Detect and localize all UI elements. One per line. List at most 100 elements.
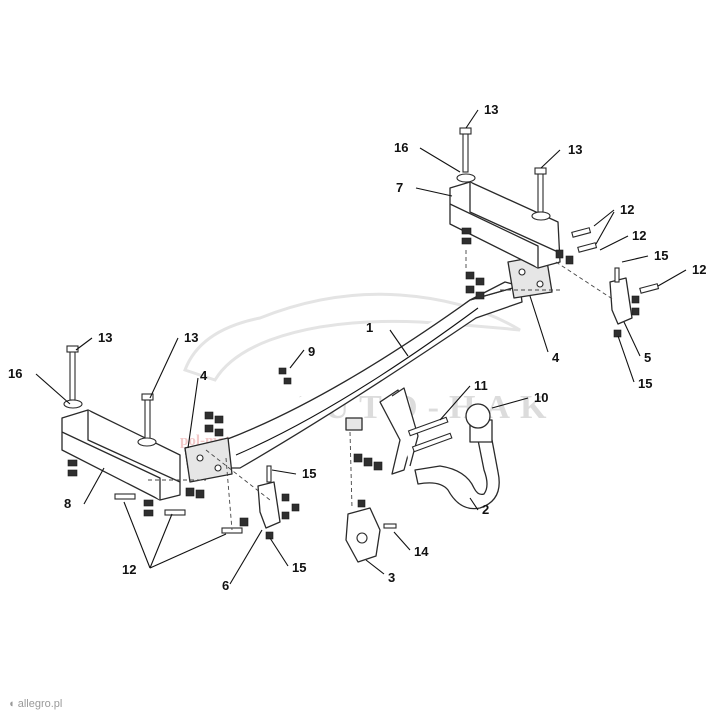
leader-line	[469, 497, 479, 511]
bolt	[639, 283, 660, 294]
nut	[357, 499, 366, 508]
bolt	[266, 465, 272, 483]
leader-line	[491, 397, 529, 409]
leader-line	[75, 337, 93, 351]
right-bolts	[456, 127, 551, 245]
socket-plate-hole	[356, 532, 368, 544]
callout-3: 3	[388, 570, 395, 585]
nut	[461, 237, 472, 245]
leader-line	[393, 531, 411, 551]
callout-13: 13	[568, 142, 582, 157]
nut	[239, 517, 249, 527]
washer	[531, 211, 551, 221]
callout-2: 2	[482, 502, 489, 517]
bolt	[537, 171, 544, 213]
leader-line	[271, 469, 297, 475]
leader-line	[229, 529, 263, 585]
part-9-fasteners	[278, 367, 292, 385]
left-plate-hole	[196, 454, 204, 462]
leader-line	[593, 209, 615, 227]
main-beam-seam	[235, 307, 479, 456]
credit: ◖ allegro.pl	[8, 698, 62, 710]
nut	[291, 503, 300, 512]
callout-4: 4	[552, 350, 560, 365]
nut	[555, 249, 564, 259]
leader-line	[599, 235, 629, 251]
callout-15: 15	[292, 560, 306, 575]
nut	[143, 499, 154, 507]
bolt	[462, 131, 469, 173]
right-side-bracket-flange	[449, 203, 539, 268]
callout-4: 4	[200, 368, 208, 383]
callout-12: 12	[632, 228, 646, 243]
callout-13: 13	[184, 330, 198, 345]
leader-line	[540, 149, 561, 169]
leader-line	[439, 385, 471, 421]
tow-ball	[465, 403, 491, 429]
right-side-bracket-flange	[469, 182, 559, 253]
right-side-bracket	[449, 181, 561, 269]
leader-line	[83, 467, 105, 505]
main-beam	[184, 281, 523, 469]
callout-5: 5	[644, 350, 651, 365]
center-hanger-plate	[379, 389, 413, 475]
nut	[281, 493, 290, 502]
callout-12: 12	[620, 202, 634, 217]
nut	[631, 307, 640, 316]
left-fasteners	[114, 411, 249, 534]
leader-line	[657, 269, 687, 287]
nut	[465, 285, 475, 294]
credit-text: allegro.pl	[17, 698, 63, 710]
nut	[565, 255, 574, 265]
nut	[67, 459, 78, 467]
nut	[475, 291, 485, 300]
bolt-head	[459, 127, 472, 135]
bolt	[571, 227, 592, 238]
left-end-plate-body	[184, 437, 233, 483]
leader-line	[529, 295, 549, 353]
callout-14: 14	[414, 544, 429, 559]
nut	[353, 453, 363, 463]
leader-line	[269, 537, 289, 567]
assembly-line	[225, 457, 233, 531]
nut	[204, 424, 214, 433]
right-plate-hole	[536, 280, 544, 288]
tow-ball-assembly	[414, 403, 500, 510]
bolt	[411, 432, 453, 453]
leader-line	[35, 373, 71, 405]
leader-line	[595, 211, 615, 245]
bolt	[383, 523, 397, 529]
nut	[363, 457, 373, 467]
leader-line	[289, 349, 305, 369]
callout-9: 9	[308, 344, 315, 359]
nut	[465, 271, 475, 280]
callout-15: 15	[638, 376, 652, 391]
bolt	[164, 509, 186, 516]
left-end-plate	[184, 437, 233, 483]
callout-8: 8	[64, 496, 71, 511]
assembly-lines	[148, 250, 615, 531]
leader-line	[149, 533, 227, 569]
hanger-tab	[345, 417, 363, 431]
leader-line	[149, 513, 173, 569]
nut	[278, 367, 287, 375]
nut	[281, 511, 290, 520]
bolt-head	[141, 393, 154, 401]
right-plate-hole	[518, 268, 526, 276]
callout-10: 10	[534, 390, 548, 405]
bolt-head	[66, 345, 79, 353]
main-beam-top-face	[224, 281, 521, 441]
bolt-head	[534, 167, 547, 175]
callout-15: 15	[654, 248, 668, 263]
leader-line	[123, 501, 151, 569]
leader-line	[623, 321, 641, 357]
callout-16: 16	[8, 366, 22, 381]
tow-ball-neck	[414, 439, 500, 510]
left-plate-hole	[214, 464, 222, 472]
left-side-bracket	[61, 409, 181, 501]
nut	[613, 329, 622, 338]
washer	[456, 173, 476, 183]
nut	[214, 415, 224, 424]
nut	[283, 377, 292, 385]
